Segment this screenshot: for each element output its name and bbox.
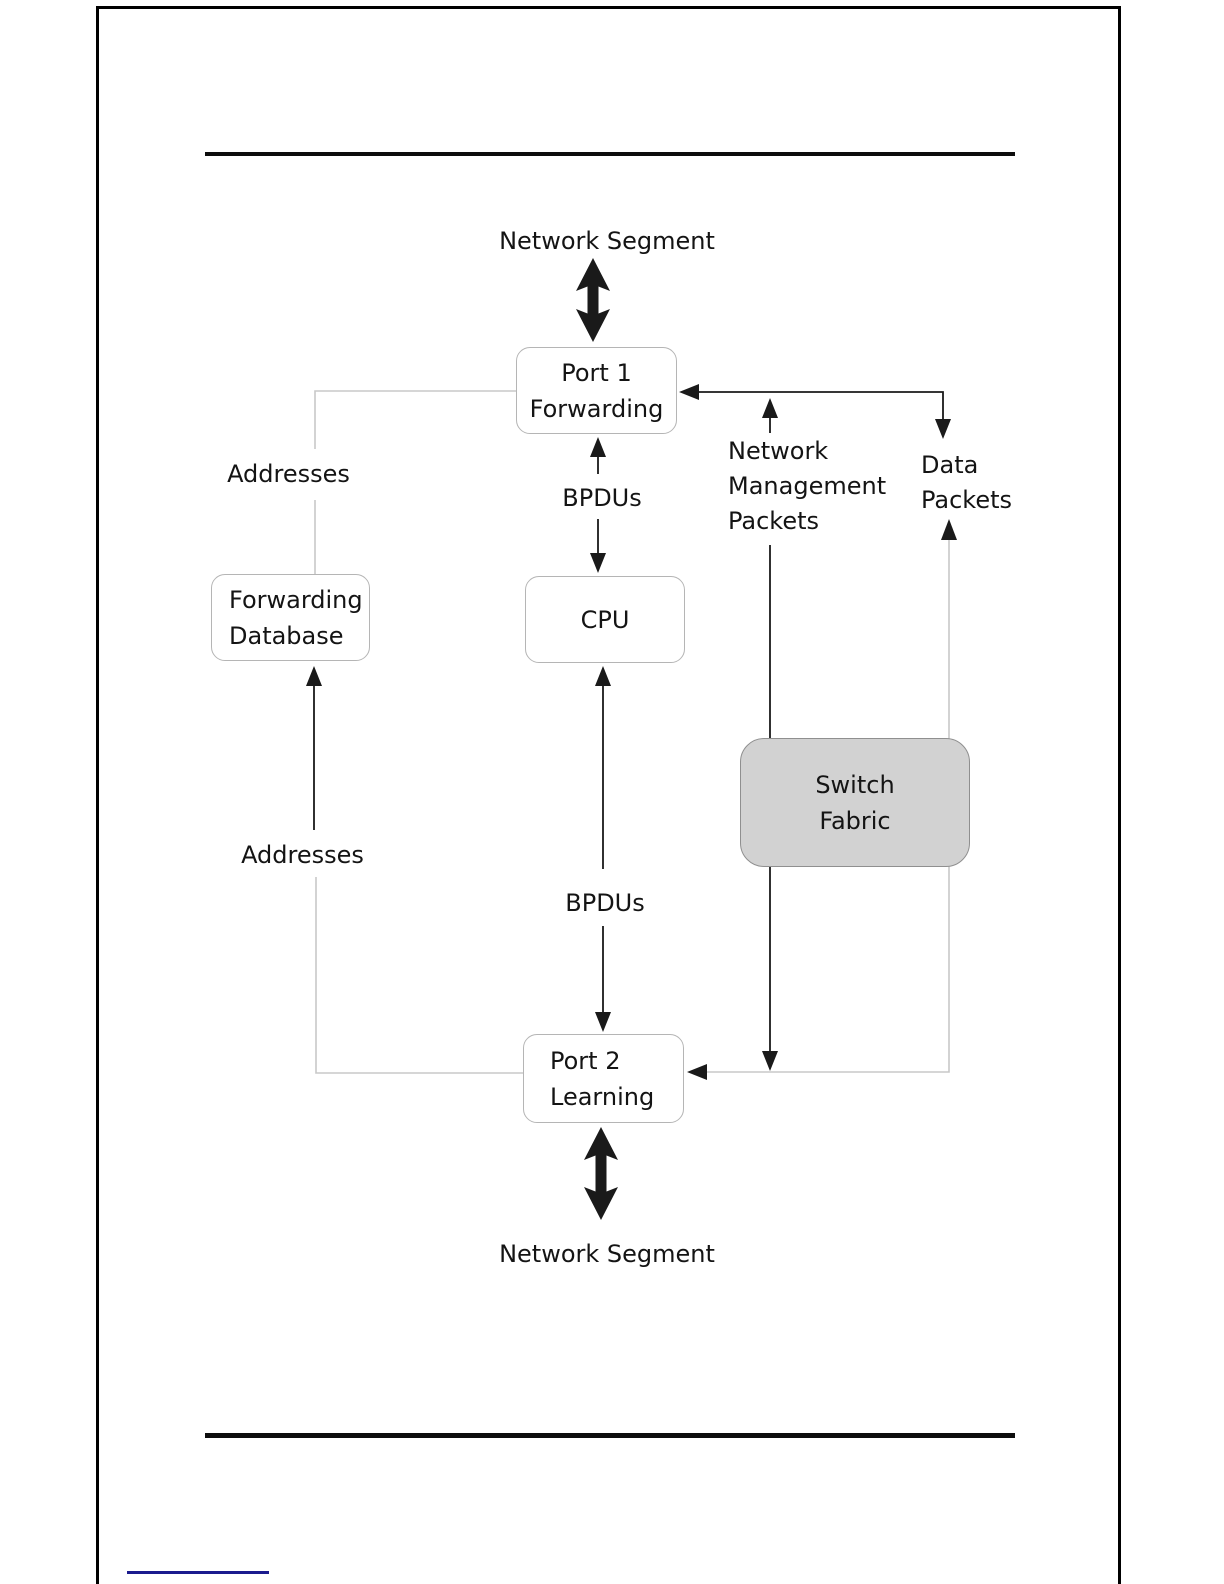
connector-port1-to-fdb	[314, 390, 516, 449]
node-switch-fabric: Switch Fabric	[740, 738, 970, 867]
arrowhead-down-nmp	[762, 1051, 778, 1071]
arrowhead-up-datapackets	[941, 519, 957, 540]
double-arrow-network-segment-bottom	[584, 1127, 618, 1220]
arrowhead-down-bpdus-cpu	[590, 553, 606, 573]
connector-datapackets-to-port2	[707, 540, 950, 1073]
footer-rule	[205, 1433, 1015, 1438]
node-port1-forwarding: Port 1 Forwarding	[516, 347, 677, 434]
label-addresses-upper: Addresses	[227, 460, 350, 488]
arrowhead-into-port1	[679, 384, 699, 400]
label-bpdus-upper: BPDUs	[562, 484, 642, 512]
arrowhead-up-fdb	[306, 666, 322, 686]
node-port2-learning: Port 2 Learning	[523, 1034, 684, 1123]
double-arrow-network-segment-top	[576, 258, 610, 342]
arrowhead-down-datapackets	[935, 419, 951, 439]
arrowhead-up-bpdus-cpu	[595, 666, 611, 686]
label-network-segment-bottom: Network Segment	[499, 1240, 715, 1268]
arrowhead-into-port2	[687, 1064, 707, 1080]
page-border	[96, 6, 1121, 1584]
label-addresses-lower: Addresses	[241, 841, 364, 869]
arrowhead-down-bpdus-port2	[595, 1012, 611, 1032]
label-network-segment-top: Network Segment	[499, 227, 715, 255]
label-data-packets: Data Packets	[921, 451, 1013, 514]
node-cpu: CPU	[525, 576, 685, 663]
label-bpdus-lower: BPDUs	[565, 889, 645, 917]
connector-addresses-to-port2	[315, 877, 523, 1074]
arrowhead-up-bpdus-port1	[590, 437, 606, 457]
connector-top-horizontal	[699, 391, 944, 419]
footer-link-underline[interactable]	[127, 1571, 269, 1574]
label-network-management-packets: Network Management Packets	[728, 437, 887, 535]
arrowhead-up-nmp	[762, 398, 778, 418]
node-forwarding-database: Forwarding Database	[211, 574, 370, 661]
header-rule	[205, 152, 1015, 156]
